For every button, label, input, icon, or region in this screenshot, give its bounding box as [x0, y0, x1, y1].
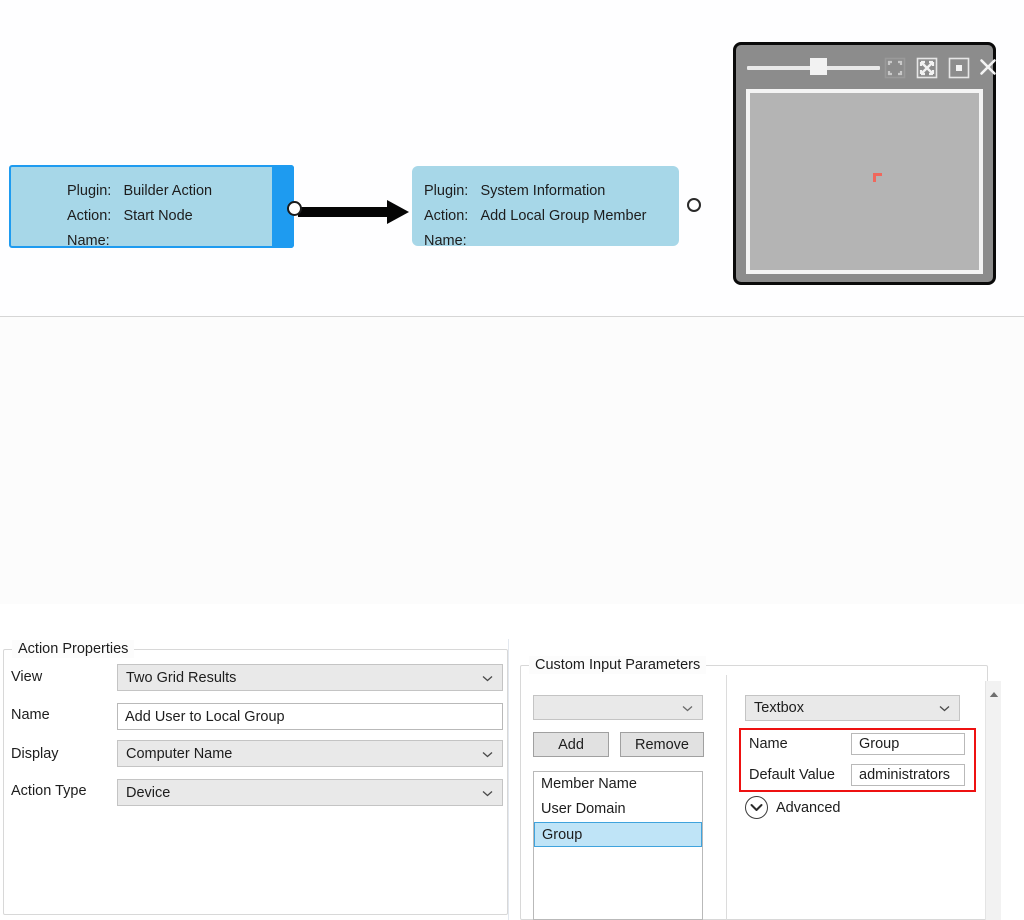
label-display: Display — [11, 746, 59, 762]
node-body: Plugin: Builder Action Action: Start Nod… — [11, 177, 292, 254]
parameter-type-combobox[interactable] — [533, 695, 703, 720]
action-type-combobox[interactable]: Device — [117, 779, 503, 806]
label-view: View — [11, 669, 43, 685]
list-item-selected[interactable]: Group — [534, 822, 702, 847]
workflow-node-start-node[interactable]: Plugin: Builder Action Action: Start Nod… — [9, 165, 302, 249]
chevron-down-icon — [482, 746, 493, 762]
chevron-down-circle-icon[interactable] — [745, 796, 768, 819]
node-row-plugin: Plugin: System Information — [424, 179, 679, 204]
view-combobox[interactable]: Two Grid Results — [117, 664, 503, 691]
node-body: Plugin: System Information Action: Add L… — [412, 176, 679, 254]
connector-arrowhead-icon — [387, 200, 409, 224]
expand-arrows-icon[interactable] — [916, 57, 938, 79]
display-combobox-value: Computer Name — [126, 745, 233, 762]
chevron-down-icon — [482, 670, 493, 686]
properties-pane: Action Properties View Two Grid Results … — [0, 316, 1024, 920]
workflow-connector-arrow[interactable] — [292, 200, 418, 224]
node-row-plugin: Plugin: Builder Action — [67, 179, 292, 204]
parameter-default-value-input-value: administrators — [859, 767, 951, 783]
label-action-type: Action Type — [11, 783, 87, 799]
node-row-action: Action: Start Node — [67, 204, 292, 229]
pane-divider — [508, 639, 509, 920]
label-default-value: Default Value — [749, 767, 835, 783]
label-parameter-name: Name — [749, 736, 788, 752]
chevron-down-icon — [682, 700, 693, 716]
view-combobox-value: Two Grid Results — [126, 669, 237, 686]
node-selection-strip — [272, 165, 294, 248]
node-row-action: Action: Add Local Group Member — [424, 204, 679, 229]
name-input-value: Add User to Local Group — [125, 708, 285, 725]
node-row-name-key: Name: — [67, 233, 110, 249]
node-row-action-value: Start Node — [123, 208, 193, 224]
action-properties-title: Action Properties — [12, 640, 135, 658]
node-row-action-key: Action: — [67, 208, 112, 224]
capture-corner-marker-icon — [873, 173, 882, 182]
zoom-slider[interactable] — [747, 58, 880, 75]
node-row-name: Name: — [67, 229, 292, 254]
workflow-node-system-information[interactable]: Plugin: System Information Action: Add L… — [412, 166, 701, 249]
connector-shaft — [298, 207, 390, 217]
stop-square-icon[interactable] — [948, 57, 970, 79]
node-output-port[interactable] — [687, 198, 701, 212]
remove-button[interactable]: Remove — [620, 732, 704, 757]
custom-input-parameters-title: Custom Input Parameters — [529, 656, 707, 674]
node-row-action-key: Action: — [424, 208, 469, 224]
screen-capture-overlay-window[interactable] — [733, 42, 996, 285]
node-row-name: Name: — [424, 229, 679, 254]
list-item[interactable]: User Domain — [541, 801, 626, 817]
advanced-label: Advanced — [776, 800, 841, 816]
name-input[interactable]: Add User to Local Group — [117, 703, 503, 730]
node-output-port[interactable] — [287, 201, 302, 216]
action-type-combobox-value: Device — [126, 784, 171, 801]
parameter-name-input-value: Group — [859, 736, 900, 752]
control-type-combobox[interactable]: Textbox — [745, 695, 960, 721]
parameter-default-value-input[interactable]: administrators — [851, 764, 965, 786]
parameter-name-input[interactable]: Group — [851, 733, 965, 755]
overlay-preview-area[interactable] — [746, 89, 983, 274]
fit-screen-icon[interactable] — [884, 57, 906, 79]
node-row-plugin-key: Plugin: — [67, 183, 112, 199]
overlay-titlebar[interactable] — [736, 45, 996, 85]
node-row-action-value: Add Local Group Member — [480, 208, 647, 224]
parameters-scrollbar[interactable] — [985, 681, 1001, 920]
node-row-name-key: Name: — [424, 233, 467, 249]
control-type-combobox-value: Textbox — [754, 700, 804, 716]
zoom-slider-thumb[interactable] — [810, 58, 827, 75]
chevron-down-icon — [939, 700, 950, 716]
node-row-plugin-value: Builder Action — [123, 183, 213, 199]
node-row-plugin-value: System Information — [480, 183, 606, 199]
chevron-down-icon — [482, 785, 493, 801]
node-row-plugin-key: Plugin: — [424, 183, 469, 199]
add-button[interactable]: Add — [533, 732, 609, 757]
parameters-inner-divider — [726, 675, 727, 920]
display-combobox[interactable]: Computer Name — [117, 740, 503, 767]
scroll-up-arrow-icon[interactable] — [989, 685, 999, 703]
close-icon[interactable] — [978, 57, 1000, 79]
list-item[interactable]: Member Name — [541, 776, 637, 792]
parameter-listbox[interactable]: Member Name User Domain Group — [533, 771, 703, 920]
label-name: Name — [11, 707, 50, 723]
